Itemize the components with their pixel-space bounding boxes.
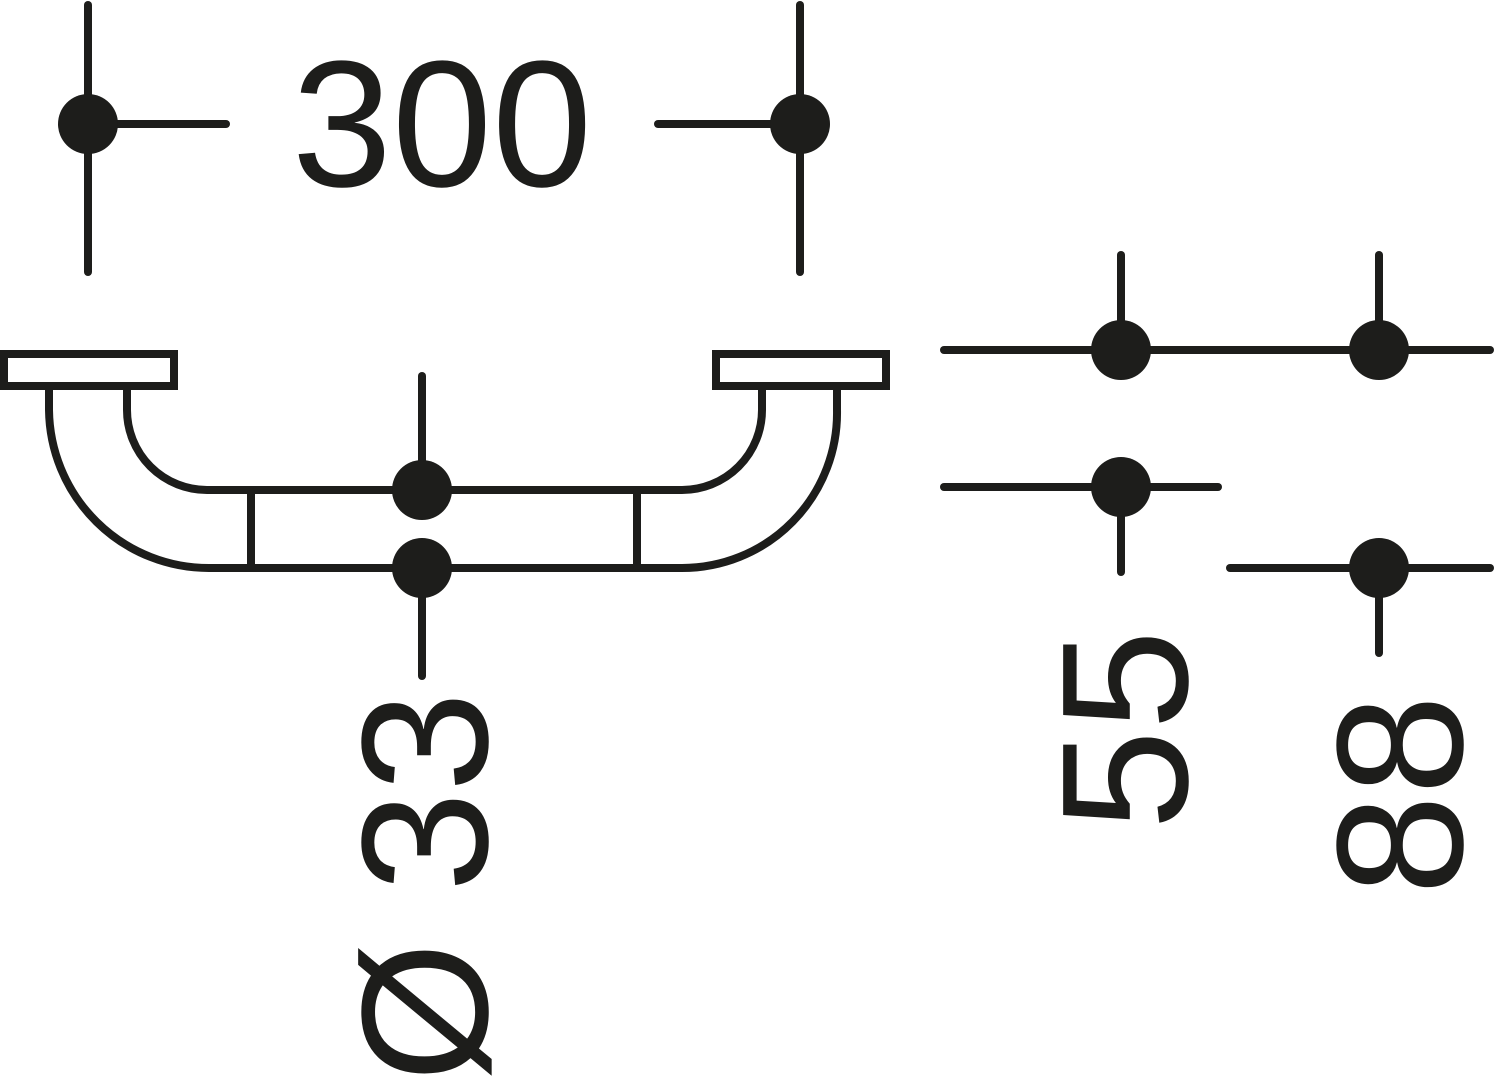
- depth-outer-label: 88: [1300, 695, 1500, 895]
- depth-55-terminator-top: [1091, 320, 1151, 380]
- length-terminator-left: [58, 94, 118, 154]
- diameter-terminator-bottom: [392, 538, 452, 598]
- diameter-label: Ø 33: [325, 692, 526, 1082]
- diameter-terminator-top: [392, 460, 452, 520]
- diameter-dimension: Ø 33: [325, 372, 526, 1082]
- depth-55-terminator-bottom: [1091, 457, 1151, 517]
- mounting-plate-left: [0, 350, 178, 390]
- length-terminator-right: [770, 94, 830, 154]
- depth-inner-label: 55: [1025, 630, 1226, 830]
- depth-dimensions: 55 88: [940, 251, 1500, 895]
- depth-88-terminator-top: [1349, 320, 1409, 380]
- length-dimension: 300: [58, 1, 830, 276]
- mounting-plate-right: [712, 350, 890, 390]
- length-label: 300: [292, 24, 592, 225]
- grab-bar-front-view: [0, 350, 890, 572]
- depth-88-terminator-bottom: [1349, 538, 1409, 598]
